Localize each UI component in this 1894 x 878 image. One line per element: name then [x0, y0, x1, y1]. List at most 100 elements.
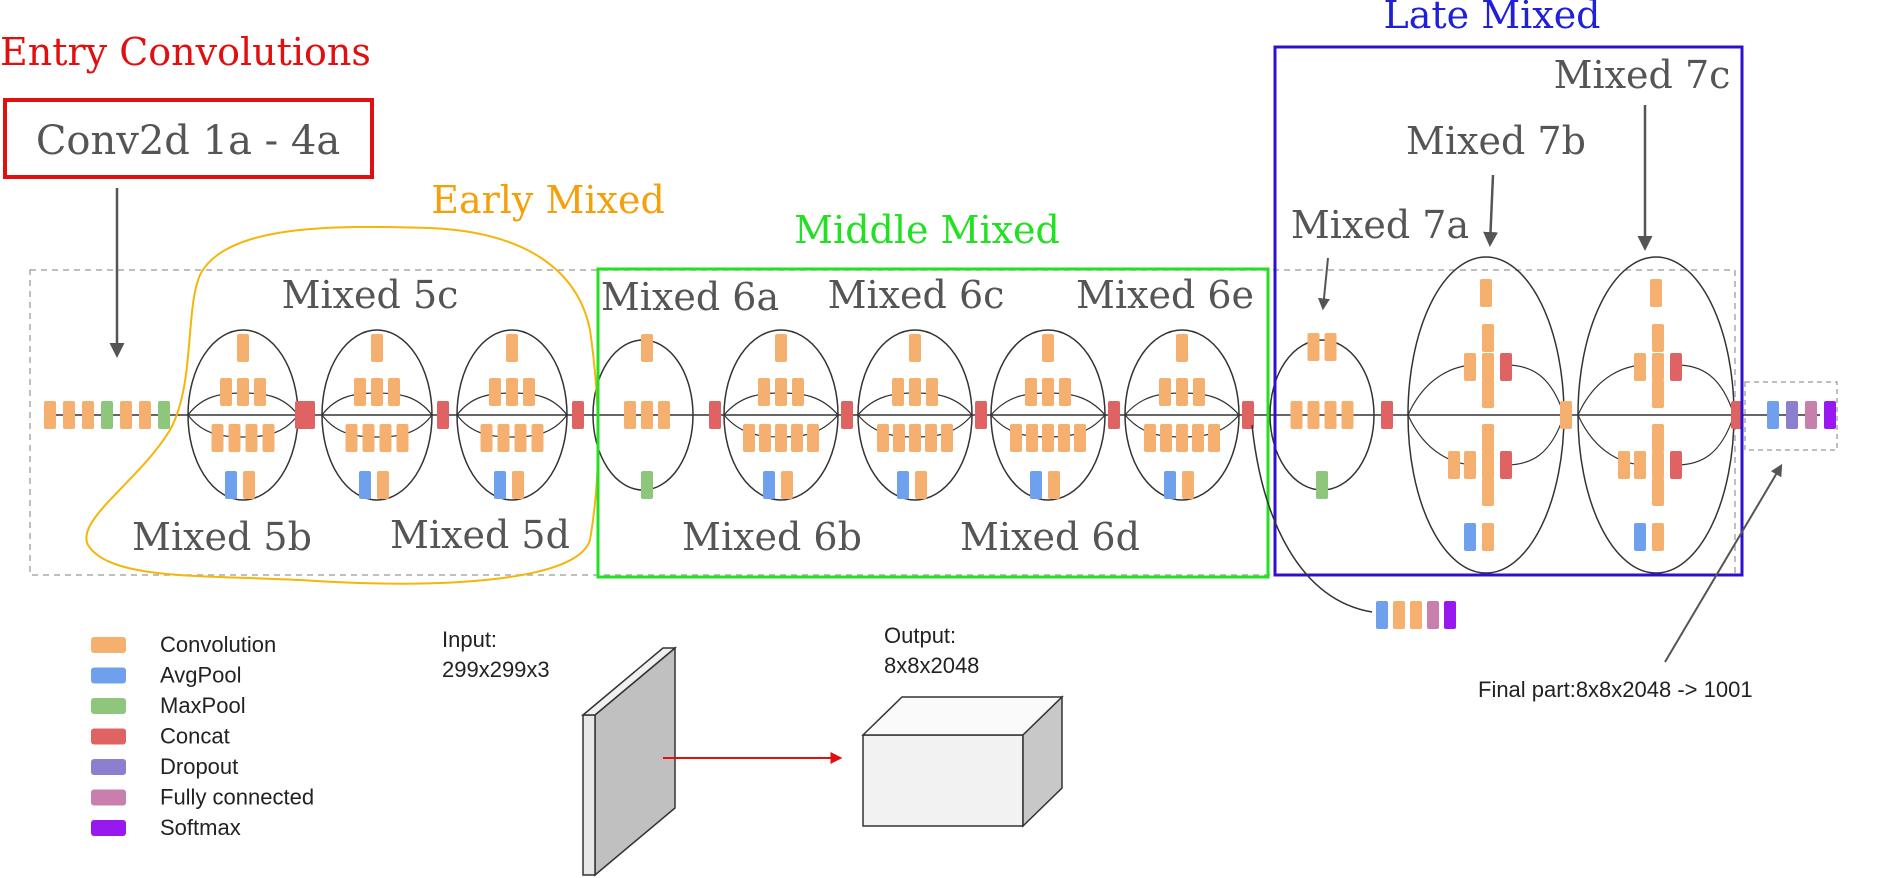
early-mixed-outline	[85, 225, 600, 585]
maxpool-node	[641, 471, 653, 499]
mixed-5d-label: Mixed 5d	[390, 513, 570, 557]
avgpool-node	[763, 471, 775, 499]
legend-swatch	[91, 698, 126, 714]
final-part-arrow	[1664, 463, 1783, 663]
conv-node	[211, 424, 224, 452]
conv-node	[379, 424, 392, 452]
softmax-node	[1824, 401, 1836, 429]
conv-node	[1324, 401, 1337, 429]
conv-node	[506, 334, 518, 362]
conv-node	[781, 471, 793, 499]
conv-node	[139, 401, 151, 429]
conv-node	[1042, 378, 1054, 406]
mixed-5b-block-inner-bottom	[187, 414, 299, 438]
legend-label: MaxPool	[160, 693, 246, 718]
conv-node	[371, 334, 383, 362]
legend-swatch	[91, 759, 126, 775]
conv-node	[775, 378, 787, 406]
conv-node	[396, 424, 409, 452]
conv-node	[1192, 424, 1204, 452]
conv-node	[1482, 353, 1494, 381]
concat-node	[1108, 401, 1120, 429]
avgpool-node	[1376, 601, 1388, 629]
conv-node	[243, 471, 255, 499]
conv-node	[220, 378, 232, 406]
mixed-7c-block-branch-c	[1675, 364, 1735, 416]
conv-node	[1482, 324, 1494, 352]
conv-node	[44, 401, 56, 429]
conv-node	[237, 334, 249, 362]
concat-node	[1242, 401, 1254, 429]
conv-node	[877, 424, 889, 452]
conv-node	[1026, 424, 1038, 452]
conv-node	[1410, 601, 1422, 629]
legend: ConvolutionAvgPoolMaxPoolConcatDropoutFu…	[91, 632, 314, 840]
conv-node	[758, 378, 770, 406]
conv-node	[1324, 333, 1337, 361]
conv-node	[1652, 523, 1664, 551]
conv-node	[1560, 401, 1572, 429]
maxpool-node	[1316, 471, 1328, 499]
conv-node	[925, 424, 937, 452]
conv-node	[1025, 378, 1037, 406]
conv-node	[371, 378, 383, 406]
conv-node	[1652, 324, 1664, 352]
conv-node	[1652, 451, 1664, 479]
concat-node	[1500, 353, 1512, 381]
conv-node	[1650, 279, 1662, 307]
conv-node	[658, 401, 670, 429]
legend-swatch	[91, 728, 126, 745]
conv-node	[1307, 401, 1320, 429]
dropout-node	[1786, 401, 1798, 429]
conv-node	[775, 424, 787, 452]
entry-convolutions-title: Entry Convolutions	[0, 30, 371, 74]
final-part-frame	[1744, 381, 1838, 451]
avgpool-node	[1767, 401, 1779, 429]
concat-node	[1670, 451, 1682, 479]
maxpool-node	[158, 401, 170, 429]
legend-swatch	[91, 789, 126, 806]
conv-node	[1652, 478, 1664, 506]
legend-label: AvgPool	[160, 663, 242, 688]
concat-node	[1731, 401, 1743, 429]
conv-node	[354, 378, 366, 406]
conv-node	[1042, 424, 1054, 452]
concat-node	[437, 401, 449, 429]
avgpool-node	[1030, 471, 1042, 499]
network-nodes	[44, 256, 1836, 629]
conv-node	[915, 471, 927, 499]
conv-node	[909, 424, 921, 452]
auxiliary-branch-connector	[1251, 424, 1373, 613]
conv-node	[1176, 424, 1188, 452]
conv-node	[1042, 334, 1054, 362]
conv-node	[362, 424, 375, 452]
middle-mixed-box	[596, 267, 1270, 579]
conv-node	[1059, 378, 1071, 406]
conv-node	[909, 378, 921, 406]
avgpool-node	[225, 471, 237, 499]
mixed-5d-block-inner-bottom	[456, 414, 568, 438]
conv-node	[480, 424, 493, 452]
conv-node	[1652, 424, 1664, 452]
conv-node	[1652, 353, 1664, 381]
conv-node	[1208, 424, 1220, 452]
conv-node	[531, 424, 544, 452]
fully-connected-node	[1427, 601, 1439, 629]
conv-node	[1652, 380, 1664, 408]
conv-node	[1482, 424, 1494, 452]
conv-node	[1482, 523, 1494, 551]
mixed-5c-block-inner-bottom	[321, 414, 433, 438]
conv-node	[1480, 279, 1492, 307]
conv-node	[1482, 380, 1494, 408]
mixed-7b-block-branch-d	[1505, 414, 1565, 466]
mixed-7c-block-branch-d	[1675, 414, 1735, 466]
output-dims: 8x8x2048	[884, 653, 979, 678]
mixed-6c-label: Mixed 6c	[828, 273, 1005, 317]
conv-node	[1393, 601, 1405, 629]
legend-label: Convolution	[160, 632, 276, 657]
legend-label: Softmax	[160, 815, 241, 840]
legend-label: Dropout	[160, 754, 238, 779]
final-part-label: Final part:8x8x2048 -> 1001	[1478, 677, 1753, 702]
mixed-5c-label: Mixed 5c	[282, 273, 459, 317]
mixed-7b-arrow	[1483, 174, 1499, 247]
